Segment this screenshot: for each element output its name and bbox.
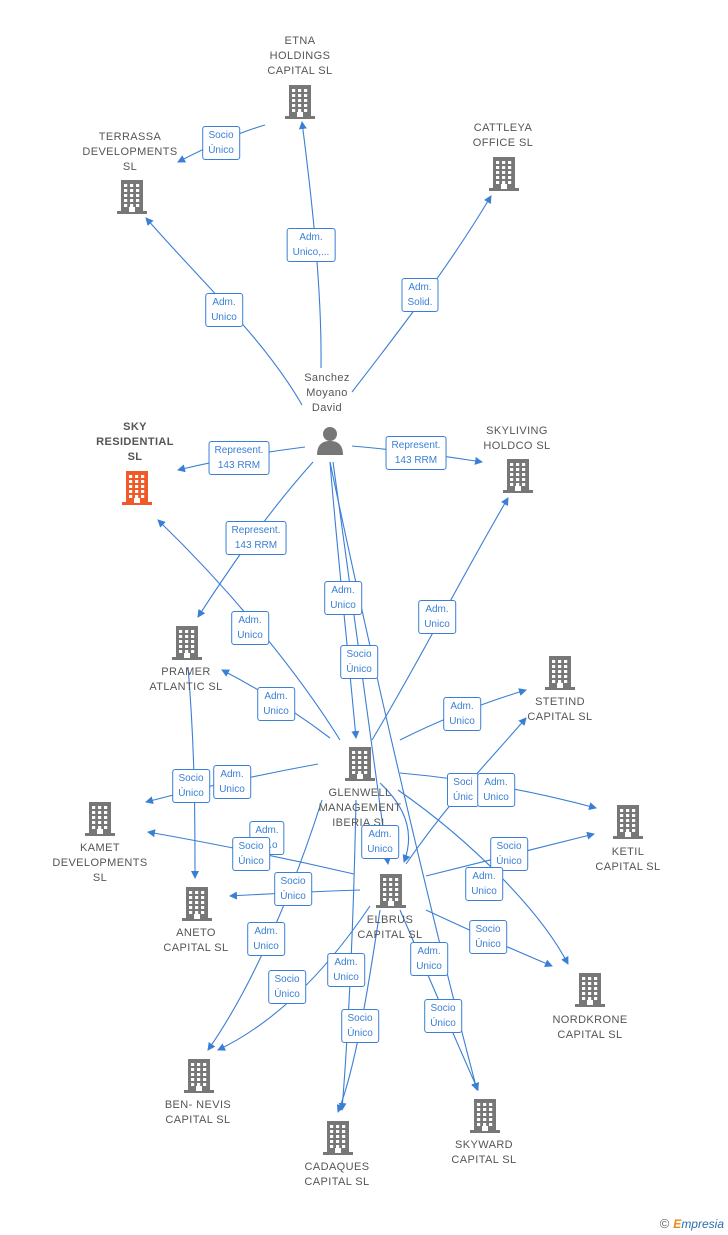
- edge-label-etna-terrassa[interactable]: Socio Único: [202, 126, 240, 160]
- company-label-cattleya[interactable]: CATTLEYA OFFICE SL: [472, 122, 534, 149]
- company-label-nordkrone[interactable]: NORDKRONE CAPITAL SL: [552, 1014, 628, 1041]
- company-node-stetind[interactable]: [543, 655, 577, 691]
- company-label-sky-residential[interactable]: SKY RESIDENTIAL SL: [96, 421, 174, 463]
- company-label-cadaques[interactable]: CADAQUES CAPITAL SL: [304, 1161, 370, 1188]
- building-icon: [545, 656, 575, 690]
- edge-label-elbrus-aneto[interactable]: Socio Único: [274, 872, 312, 906]
- building-icon: [117, 180, 147, 214]
- edge-label-person-cattleya[interactable]: Adm. Solid.: [401, 278, 439, 312]
- edge-label-elbrus-ketil[interactable]: Socio Único: [490, 837, 528, 871]
- edge-label-elbrus-skyward[interactable]: Socio Único: [424, 999, 462, 1033]
- company-label-elbrus[interactable]: ELBRUS CAPITAL SL: [357, 914, 423, 941]
- edge-label-elbrus-cadaques[interactable]: Socio Único: [341, 1009, 379, 1043]
- company-label-ben-nevis[interactable]: BEN- NEVIS CAPITAL SL: [164, 1099, 232, 1126]
- company-node-sky-residential[interactable]: [120, 470, 154, 506]
- brand-logo-initial: E: [673, 1217, 682, 1231]
- company-node-ketil[interactable]: [611, 804, 645, 840]
- company-node-skyliving[interactable]: [501, 458, 535, 494]
- copyright-symbol: ©: [659, 1216, 670, 1231]
- company-label-stetind[interactable]: STETIND CAPITAL SL: [527, 696, 593, 723]
- edge-label-elbrus-kamet[interactable]: Socio Único: [232, 837, 270, 871]
- building-icon: [122, 471, 152, 505]
- company-node-aneto[interactable]: [180, 886, 214, 922]
- building-icon: [489, 157, 519, 191]
- building-icon: [182, 887, 212, 921]
- edge-label-pramer-aneto[interactable]: Socio Único: [172, 769, 210, 803]
- edge-label-person-etna[interactable]: Adm. Unico,...: [286, 228, 336, 262]
- brand-footer[interactable]: ©Empresia: [660, 1216, 724, 1231]
- edge-label-glenwell-nordkrone[interactable]: Adm. Unico: [465, 867, 503, 901]
- edge-label-elbrus-ben-nevis[interactable]: Socio Único: [268, 970, 306, 1004]
- company-node-pramer[interactable]: [170, 625, 204, 661]
- edge-label-glenwell-cadaques[interactable]: Adm. Unico: [327, 953, 365, 987]
- edge-label-glenwell-ben-nevis[interactable]: Adm. Unico: [247, 922, 285, 956]
- company-label-terrassa[interactable]: TERRASSA DEVELOPMENTS SL: [82, 131, 178, 173]
- person-name: Sanchez Moyano David: [304, 372, 350, 414]
- company-node-cattleya[interactable]: [487, 156, 521, 192]
- edge-label-glenwell-kamet[interactable]: Adm. Unico: [213, 765, 251, 799]
- building-icon: [470, 1099, 500, 1133]
- company-node-cadaques[interactable]: [321, 1120, 355, 1156]
- company-node-glenwell[interactable]: [343, 746, 377, 782]
- building-icon: [613, 805, 643, 839]
- edge-label-glenwell-sky-residential[interactable]: Adm. Unico: [231, 611, 269, 645]
- building-icon: [184, 1059, 214, 1093]
- person-node[interactable]: [314, 424, 346, 456]
- edge-label-glenwell-elbrus[interactable]: Adm. Unico: [361, 825, 399, 859]
- brand-logo-text: mpresia: [681, 1217, 724, 1231]
- building-icon: [172, 626, 202, 660]
- edge-label-person-pramer[interactable]: Represent. 143 RRM: [225, 521, 287, 555]
- company-node-nordkrone[interactable]: [573, 972, 607, 1008]
- building-icon: [85, 802, 115, 836]
- edge-label-glenwell-stetind[interactable]: Adm. Unico: [443, 697, 481, 731]
- edge-label-glenwell-pramer[interactable]: Adm. Unico: [257, 687, 295, 721]
- company-node-elbrus[interactable]: [374, 873, 408, 909]
- edge-label-glenwell-skyward[interactable]: Adm. Unico: [410, 942, 448, 976]
- company-node-kamet[interactable]: [83, 801, 117, 837]
- building-icon: [323, 1121, 353, 1155]
- building-icon: [285, 85, 315, 119]
- company-label-etna[interactable]: ETNA HOLDINGS CAPITAL SL: [267, 35, 333, 77]
- building-icon: [575, 973, 605, 1007]
- company-label-skyward[interactable]: SKYWARD CAPITAL SL: [451, 1139, 517, 1166]
- company-label-ketil[interactable]: KETIL CAPITAL SL: [595, 846, 661, 873]
- edge-glenwell-elbrus: [379, 782, 411, 863]
- edge-label-elbrus-nordkrone[interactable]: Socio Único: [469, 920, 507, 954]
- company-node-etna[interactable]: [283, 84, 317, 120]
- edge-label-person-skyliving[interactable]: Represent. 143 RRM: [385, 436, 447, 470]
- edge-label-glenwell-ketil-partial[interactable]: Soci Únic: [446, 773, 480, 807]
- company-label-pramer[interactable]: PRAMER ATLANTIC SL: [149, 666, 223, 693]
- edge-label-person-terrassa[interactable]: Adm. Unico: [205, 293, 243, 327]
- edge-label-glenwell-skyliving[interactable]: Adm. Unico: [418, 600, 456, 634]
- edges: [145, 121, 597, 1113]
- building-icon: [503, 459, 533, 493]
- edge-label-person-glenwell[interactable]: Adm. Unico: [324, 581, 362, 615]
- company-label-skyliving[interactable]: SKYLIVING HOLDCO SL: [483, 425, 551, 452]
- company-label-aneto[interactable]: ANETO CAPITAL SL: [163, 927, 229, 954]
- company-node-terrassa[interactable]: [115, 179, 149, 215]
- person-icon: [317, 427, 343, 455]
- company-node-skyward[interactable]: [468, 1098, 502, 1134]
- company-label-glenwell[interactable]: GLENWELL MANAGEMENT IBERIA SL: [318, 787, 402, 829]
- building-icon: [376, 874, 406, 908]
- edge-label-glenwell-ketil[interactable]: Adm. Unico: [477, 773, 515, 807]
- building-icon: [345, 747, 375, 781]
- edge-label-person-elbrus[interactable]: Socio Único: [340, 645, 378, 679]
- company-label-kamet[interactable]: KAMET DEVELOPMENTS SL: [52, 842, 148, 884]
- company-node-ben-nevis[interactable]: [182, 1058, 216, 1094]
- edge-label-person-sky-residential[interactable]: Represent. 143 RRM: [208, 441, 270, 475]
